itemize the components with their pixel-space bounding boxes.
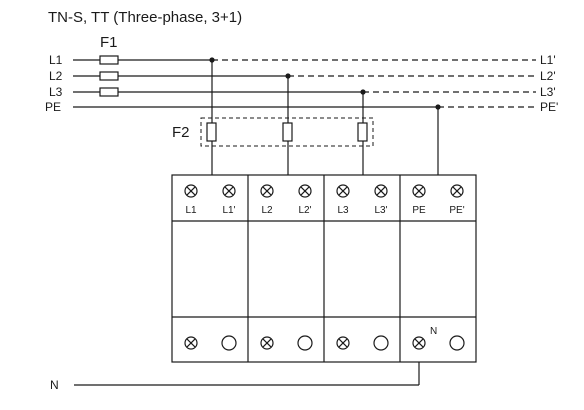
line-label-l3: L3 bbox=[49, 85, 63, 99]
neutral-label: N bbox=[50, 378, 59, 392]
top-terminal-6[interactable] bbox=[374, 184, 388, 198]
line-label-l2: L2 bbox=[49, 69, 63, 83]
bottom-terminal-open-2[interactable] bbox=[297, 335, 313, 351]
fuse-f2-group bbox=[200, 117, 374, 147]
bottom-terminal-open-3[interactable] bbox=[373, 335, 389, 351]
bottom-terminal-crossed-1[interactable] bbox=[184, 336, 198, 350]
top-terminal-7[interactable] bbox=[412, 184, 426, 198]
line-out-label-l2: L2' bbox=[540, 69, 556, 83]
terminal-label-pe: PE bbox=[412, 205, 426, 216]
bottom-terminal-crossed-4[interactable] bbox=[412, 336, 426, 350]
top-terminal-8[interactable] bbox=[450, 184, 464, 198]
top-terminal-1[interactable] bbox=[184, 184, 198, 198]
terminal-label-l3: L3 bbox=[337, 205, 349, 216]
fuse-f1-l1 bbox=[99, 55, 119, 65]
fuse-f2-l1 bbox=[206, 122, 217, 142]
fuse-f1-l3 bbox=[99, 87, 119, 97]
terminal-label-l2: L2 bbox=[261, 205, 273, 216]
terminal-label-pe-out: PE' bbox=[449, 205, 464, 216]
fuse-f2-l3 bbox=[357, 122, 368, 142]
fuse-f2-l2 bbox=[282, 122, 293, 142]
line-out-label-pe: PE' bbox=[540, 100, 558, 114]
top-terminal-2[interactable] bbox=[222, 184, 236, 198]
top-terminal-3[interactable] bbox=[260, 184, 274, 198]
line-out-label-l3: L3' bbox=[540, 85, 556, 99]
top-terminal-5[interactable] bbox=[336, 184, 350, 198]
diagram-title: TN-S, TT (Three-phase, 3+1) bbox=[48, 9, 242, 26]
fuse-f1-l2 bbox=[99, 71, 119, 81]
line-label-pe: PE bbox=[45, 100, 61, 114]
terminal-label-l1: L1 bbox=[185, 205, 197, 216]
neutral-terminal-label: N bbox=[430, 326, 437, 337]
spd-module bbox=[171, 174, 477, 363]
bottom-terminal-open-1[interactable] bbox=[221, 335, 237, 351]
fuse-f2-label: F2 bbox=[172, 124, 190, 141]
terminal-label-l2-out: L2' bbox=[298, 205, 311, 216]
bottom-terminal-crossed-2[interactable] bbox=[260, 336, 274, 350]
bottom-terminal-open-4[interactable] bbox=[449, 335, 465, 351]
terminal-label-l1-out: L1' bbox=[222, 205, 235, 216]
terminal-label-l3-out: L3' bbox=[374, 205, 387, 216]
bottom-terminal-crossed-3[interactable] bbox=[336, 336, 350, 350]
line-label-l1: L1 bbox=[49, 53, 63, 67]
fuse-f1-label: F1 bbox=[100, 34, 118, 51]
top-terminal-4[interactable] bbox=[298, 184, 312, 198]
line-out-label-l1: L1' bbox=[540, 53, 556, 67]
